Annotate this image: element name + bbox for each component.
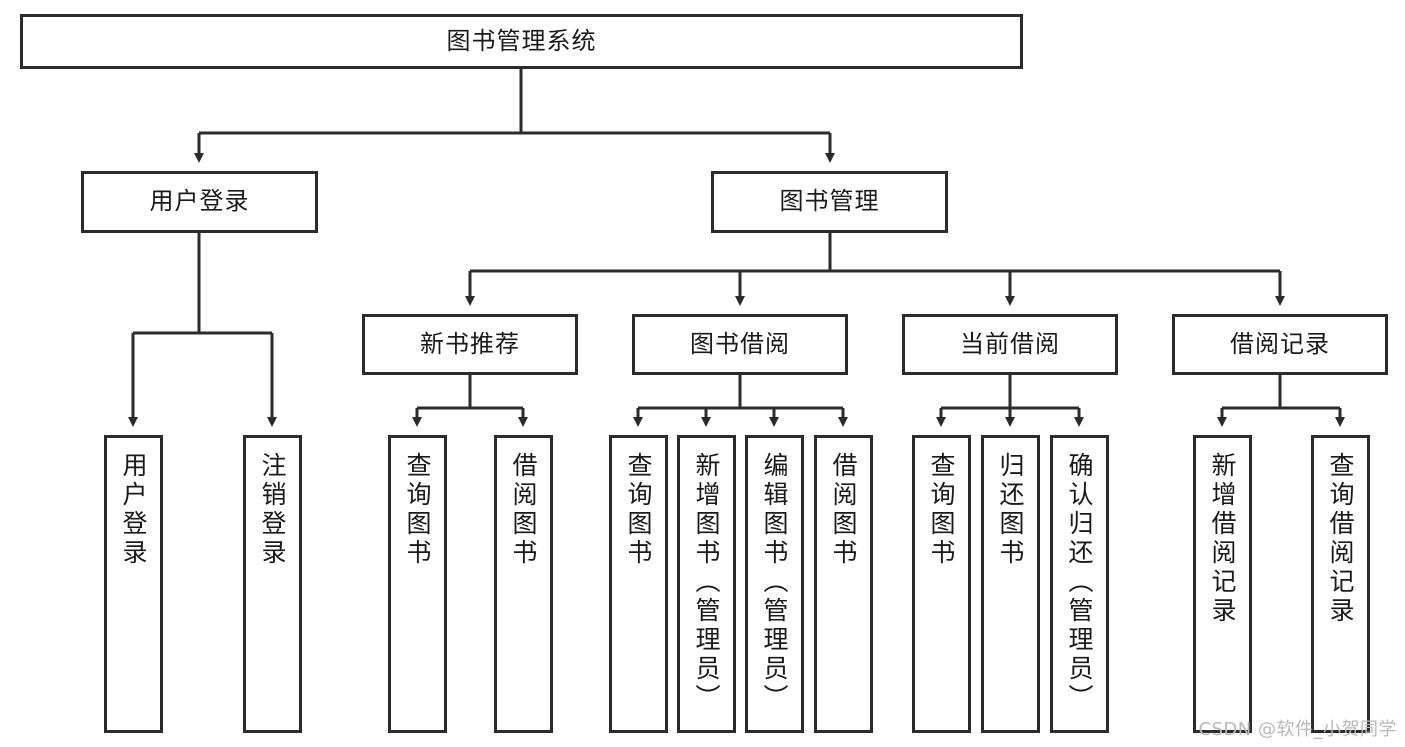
node-book-management-label: 图书管理	[779, 187, 880, 216]
node-leaf-user-login-signout[interactable]: 注销登录	[243, 435, 302, 733]
node-book-management[interactable]: 图书管理	[711, 171, 948, 233]
node-borrow-record[interactable]: 借阅记录	[1172, 314, 1388, 375]
node-leaf-label: 查询图书	[403, 452, 432, 568]
node-leaf-label: 查询借阅记录	[1326, 452, 1355, 626]
node-leaf-label: 归还图书	[996, 452, 1025, 568]
node-leaf-borrowrecord-add-record[interactable]: 新增借阅记录	[1193, 435, 1252, 733]
node-leaf-currentborrow-query-book[interactable]: 查询图书	[912, 435, 971, 733]
node-borrow-record-label: 借阅记录	[1230, 329, 1330, 358]
node-leaf-newbook-query-book[interactable]: 查询图书	[388, 435, 447, 733]
node-current-borrow[interactable]: 当前借阅	[902, 314, 1118, 375]
node-leaf-label: 借阅图书	[509, 452, 538, 568]
node-leaf-label: 用户登录	[119, 452, 148, 568]
node-leaf-newbook-borrow-book[interactable]: 借阅图书	[494, 435, 553, 733]
node-leaf-label: 新增借阅记录	[1208, 452, 1237, 626]
node-user-login-label: 用户登录	[149, 187, 250, 216]
node-leaf-currentborrow-return-book[interactable]: 归还图书	[981, 435, 1040, 733]
node-leaf-label: 查询图书	[624, 452, 653, 568]
node-leaf-bookborrow-add-book[interactable]: 新增图书（管理员）	[677, 435, 736, 733]
node-leaf-user-login-signin[interactable]: 用户登录	[104, 435, 163, 733]
node-leaf-label: 查询图书	[927, 452, 956, 568]
node-leaf-label: 新增图书（管理员）	[692, 452, 721, 713]
node-root-label: 图书管理系统	[446, 26, 597, 55]
node-leaf-bookborrow-borrow-book[interactable]: 借阅图书	[814, 435, 873, 733]
node-leaf-label: 确认归还（管理员）	[1065, 452, 1094, 713]
node-leaf-label: 注销登录	[258, 452, 287, 568]
node-leaf-currentborrow-confirm-return[interactable]: 确认归还（管理员）	[1050, 435, 1109, 733]
node-leaf-label: 借阅图书	[829, 452, 858, 568]
node-current-borrow-label: 当前借阅	[960, 329, 1060, 358]
node-book-borrow[interactable]: 图书借阅	[632, 314, 848, 375]
node-leaf-bookborrow-query-book[interactable]: 查询图书	[609, 435, 668, 733]
node-leaf-borrowrecord-query-record[interactable]: 查询借阅记录	[1311, 435, 1370, 733]
node-root-book-management-system[interactable]: 图书管理系统	[20, 14, 1023, 69]
node-user-login[interactable]: 用户登录	[81, 171, 318, 233]
node-new-book-recommend-label: 新书推荐	[420, 329, 520, 358]
node-new-book-recommend[interactable]: 新书推荐	[362, 314, 578, 375]
node-book-borrow-label: 图书借阅	[690, 329, 790, 358]
node-leaf-bookborrow-edit-book[interactable]: 编辑图书（管理员）	[745, 435, 804, 733]
node-leaf-label: 编辑图书（管理员）	[760, 452, 789, 713]
